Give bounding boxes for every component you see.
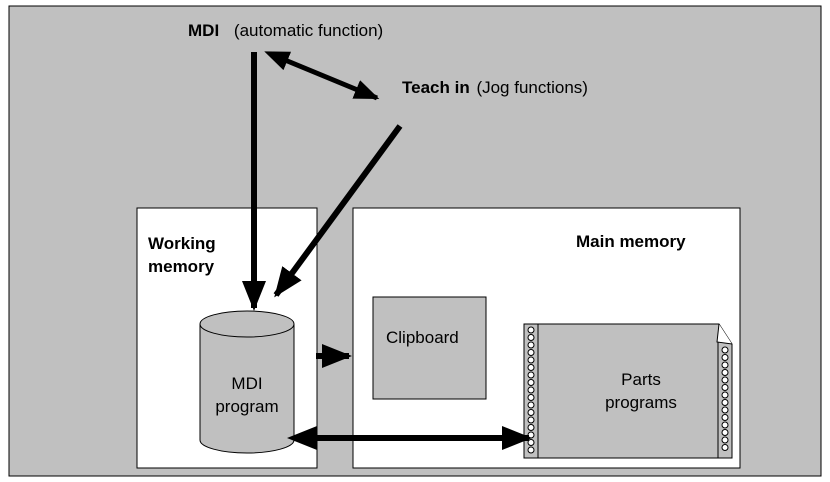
- tractor-hole: [721, 391, 729, 399]
- clipboard-label: Clipboard: [386, 328, 459, 347]
- mdi-teach-in-double-arrow: [264, 51, 380, 101]
- mdi-title: MDI: [188, 21, 220, 40]
- tractor-hole: [527, 401, 535, 409]
- teach-in-to-program-arrow: [273, 124, 403, 298]
- tractor-hole: [721, 376, 729, 384]
- mdi-program-label: MDI program: [215, 374, 279, 416]
- tractor-hole: [721, 369, 729, 376]
- tractor-hole: [527, 326, 535, 334]
- tractor-hole: [527, 446, 535, 454]
- tractor-hole: [721, 384, 729, 391]
- parts-programs-label: Parts programs: [605, 370, 677, 412]
- main-memory-title: Main memory: [576, 232, 686, 251]
- teach-in-subtitle: (Jog functions): [476, 78, 588, 97]
- tractor-holes-left: [527, 326, 535, 454]
- mdi-program-cylinder: [199, 310, 295, 454]
- tractor-hole: [527, 356, 535, 364]
- tractor-hole: [527, 379, 535, 386]
- tractor-hole: [527, 334, 535, 341]
- teach-in-label: Teach in (Jog functions): [402, 78, 588, 98]
- tractor-hole: [721, 429, 729, 436]
- tractor-hole: [721, 444, 729, 451]
- tractor-hole: [527, 386, 535, 394]
- tractor-hole: [721, 436, 729, 444]
- tractor-hole: [527, 409, 535, 416]
- tractor-hole: [527, 349, 535, 356]
- clipboard-box: [372, 296, 487, 400]
- tractor-hole: [527, 371, 535, 379]
- tractor-hole: [721, 421, 729, 429]
- tractor-hole: [527, 364, 535, 371]
- working-memory-title: Working memory: [148, 234, 216, 276]
- parts-programs-sheet: [523, 323, 733, 459]
- tractor-holes-right: [721, 346, 729, 451]
- tractor-hole: [527, 416, 535, 424]
- teach-in-title: Teach in: [402, 78, 470, 97]
- tractor-hole: [721, 354, 729, 361]
- tractor-hole: [721, 361, 729, 369]
- tractor-hole: [721, 406, 729, 414]
- tractor-hole: [721, 346, 729, 354]
- tractor-hole: [721, 414, 729, 421]
- tractor-hole: [527, 424, 535, 431]
- tractor-hole: [721, 399, 729, 406]
- mdi-label: MDI (automatic function): [188, 21, 383, 41]
- mdi-subtitle: (automatic function): [233, 21, 384, 40]
- tractor-hole: [527, 341, 535, 349]
- tractor-hole: [527, 394, 535, 401]
